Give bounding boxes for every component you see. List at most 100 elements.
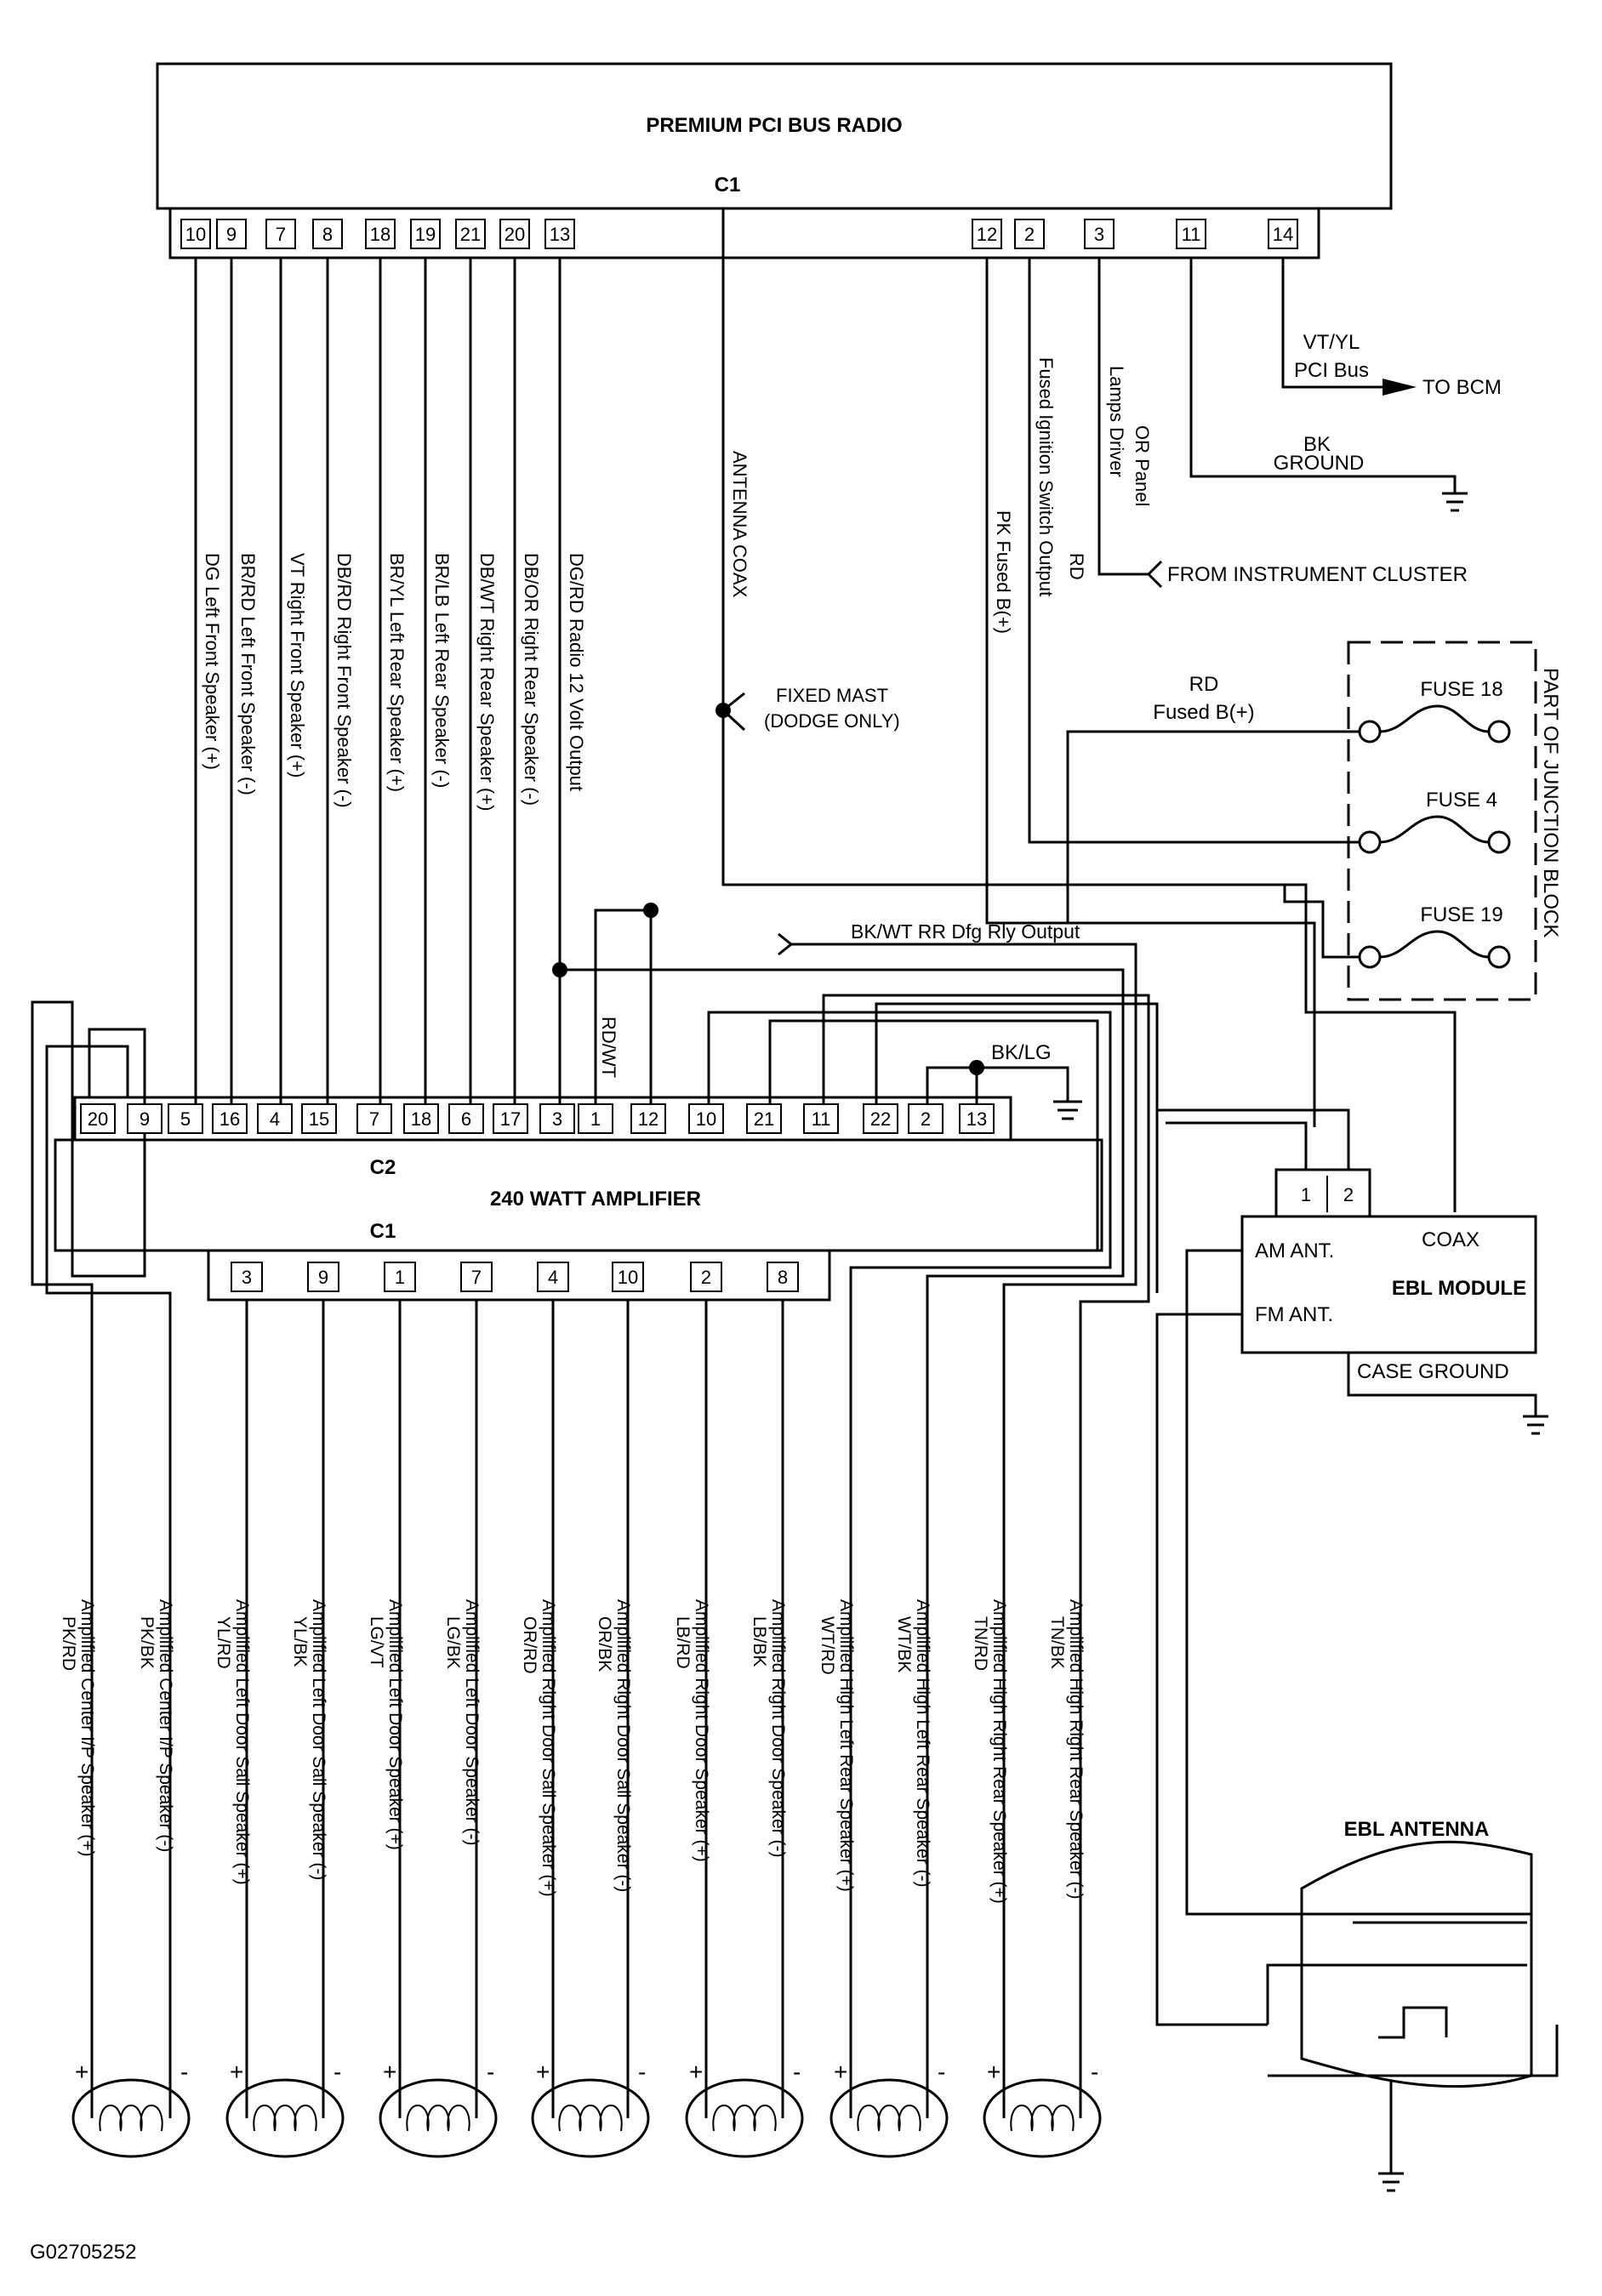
speaker-wire-desc: Amplified Right Door Sail Speaker (-) xyxy=(613,1599,633,1892)
wire-or-panel xyxy=(1097,258,1149,576)
radio-wire-label: BR/YL Left Rear Speaker (+) xyxy=(386,553,408,792)
label-rd-fused-2: Fused B(+) xyxy=(1153,701,1254,724)
radio-pin-10-box xyxy=(180,219,211,249)
amp-c2-pin-5-box xyxy=(168,1103,203,1134)
amp-c2-pin-6: 6 xyxy=(461,1108,471,1130)
wire-outer-right-2 xyxy=(926,1251,1125,2080)
polarity-plus: + xyxy=(834,2059,847,2085)
amp-c1-pin-1-box xyxy=(384,1262,416,1292)
wire-from-cluster-arrow xyxy=(1147,560,1163,589)
speaker-wire-desc: Amplified Left Door Sail Speaker (+) xyxy=(232,1599,252,1885)
amp-c2-pin-20: 20 xyxy=(88,1108,108,1130)
splice-dots xyxy=(552,703,984,1075)
speaker-wire-color: TN/BK xyxy=(1047,1616,1067,1669)
fuse-18-element xyxy=(1379,704,1490,733)
amp-c1-pin-3-box xyxy=(231,1262,263,1292)
wire-rd-ignition xyxy=(1028,258,1360,844)
amp-c2-pin-10: 10 xyxy=(696,1108,716,1130)
arrow-to-bcm xyxy=(1383,379,1417,396)
amp-c2-pin-4: 4 xyxy=(270,1108,280,1130)
radio-wire-label: DG Left Front Speaker (+) xyxy=(202,553,223,770)
polarity-plus: + xyxy=(536,2059,550,2085)
amp-c2-pin-22-box xyxy=(863,1103,898,1134)
label-bklg: BK/LG xyxy=(991,1041,1052,1064)
speaker-wire-color: YL/BK xyxy=(290,1616,310,1667)
speaker-4: +- xyxy=(531,2059,650,2158)
speaker-wire-color: PK/RD xyxy=(59,1616,78,1671)
polarity-plus: + xyxy=(987,2059,1001,2085)
radio-pin-19-box xyxy=(410,219,441,249)
amp-c2-pin-15: 15 xyxy=(309,1108,329,1130)
label-to-bcm: TO BCM xyxy=(1422,376,1502,399)
wire-ebl-pin1 xyxy=(1166,1121,1308,1170)
speaker-wire-color: TN/RD xyxy=(971,1616,990,1671)
label-pk-fused: PK Fused B(+) xyxy=(993,510,1014,634)
amp-c2-pin-5: 5 xyxy=(180,1108,191,1130)
wire-vt-yl xyxy=(1281,258,1383,389)
ebl-pin-1: 1 xyxy=(1301,1184,1311,1205)
speaker-wire-desc: Amplified Left Door Sail Speaker (-) xyxy=(309,1599,328,1880)
radio-pin-21: 21 xyxy=(460,224,481,245)
radio-pin-20: 20 xyxy=(505,224,525,245)
wire-fuse-19 xyxy=(1283,885,1360,959)
label-fixed-mast-2: (DODGE ONLY) xyxy=(764,710,900,732)
polarity-plus: + xyxy=(230,2059,243,2085)
label-bk: BK xyxy=(1303,433,1331,456)
radio-c1-connector xyxy=(168,207,1320,259)
speaker-wire-desc: Amplified Left Door Speaker (+) xyxy=(385,1599,405,1850)
amp-c1-pin-9: 9 xyxy=(318,1267,328,1288)
amp-c2-pin-2-box xyxy=(908,1103,944,1134)
amp-c1-pin-8-box xyxy=(767,1262,799,1292)
fuse-4-element xyxy=(1379,815,1490,844)
fuse-4-label: FUSE 4 xyxy=(1426,789,1497,812)
label-ground: GROUND xyxy=(1274,452,1365,475)
radio-wire-label: BR/LB Left Rear Speaker (-) xyxy=(431,553,453,788)
wire-rd-fused-b xyxy=(1066,730,1360,923)
wire-case-ground xyxy=(1347,1353,1537,1416)
wire-12v-bus xyxy=(560,968,1125,1251)
speaker-wire-color: LB/BK xyxy=(750,1616,769,1667)
ebl-pin-2: 2 xyxy=(1343,1184,1354,1205)
radio-c1-label: C1 xyxy=(715,174,741,197)
ebl-am-label: AM ANT. xyxy=(1255,1239,1334,1262)
amp-c2-pin-18: 18 xyxy=(411,1108,431,1130)
radio-pin-7-box xyxy=(265,219,296,249)
polarity-minus: - xyxy=(938,2059,945,2085)
amp-c2-pin-21: 21 xyxy=(754,1108,774,1130)
speaker-wire-desc: Amplified Right Door Sail Speaker (+) xyxy=(539,1599,558,1897)
amp-c1-pin-9-box xyxy=(307,1262,339,1292)
label-fixed-mast-1: FIXED MAST xyxy=(776,685,888,706)
label-rd-fused-1: RD xyxy=(1189,673,1219,696)
speaker-3: +- xyxy=(379,2059,498,2158)
wire-amp-11 xyxy=(822,994,1150,1276)
speaker-5: +- xyxy=(685,2059,804,2158)
ebl-coax-label: COAX xyxy=(1422,1228,1479,1251)
label-rd-ignition-2: Fused Ignition Switch Output xyxy=(1035,357,1057,596)
radio-pin-10: 10 xyxy=(185,224,206,245)
radio-pin-2-box xyxy=(1014,219,1045,249)
wire-am-ant xyxy=(1185,1249,1531,1916)
amp-c1-pin-1: 1 xyxy=(395,1267,405,1288)
radio-pin-11: 11 xyxy=(1182,224,1201,245)
amp-c1-pin-3: 3 xyxy=(242,1267,252,1288)
radio-wire-label: DB/OR Right Rear Speaker (-) xyxy=(521,553,542,806)
ebl-case-ground: CASE GROUND xyxy=(1357,1360,1509,1383)
radio-pin-12-box xyxy=(972,219,1002,249)
fuse-terminals xyxy=(1358,720,1511,969)
fuse-19-element xyxy=(1379,930,1490,959)
amp-c2-pin-12-box xyxy=(630,1103,666,1134)
ebl-antenna-title: EBL ANTENNA xyxy=(1344,1818,1490,1841)
radio-pin-20-box xyxy=(499,219,530,249)
amp-c2-pin-15-box xyxy=(301,1103,337,1134)
amp-c2-pin-16-box xyxy=(212,1103,248,1134)
amp-c2-pin-17: 17 xyxy=(500,1108,521,1130)
wire-outer-right-1 xyxy=(849,1251,1112,2080)
label-vt-yl: VT/YL xyxy=(1303,331,1360,354)
amp-c2-pin-10-box xyxy=(688,1103,724,1134)
amp-c2-pin-21-box xyxy=(746,1103,782,1134)
polarity-minus: - xyxy=(1091,2059,1098,2085)
amp-c2-label: C2 xyxy=(370,1156,396,1179)
radio-title: PREMIUM PCI BUS RADIO xyxy=(646,114,902,137)
